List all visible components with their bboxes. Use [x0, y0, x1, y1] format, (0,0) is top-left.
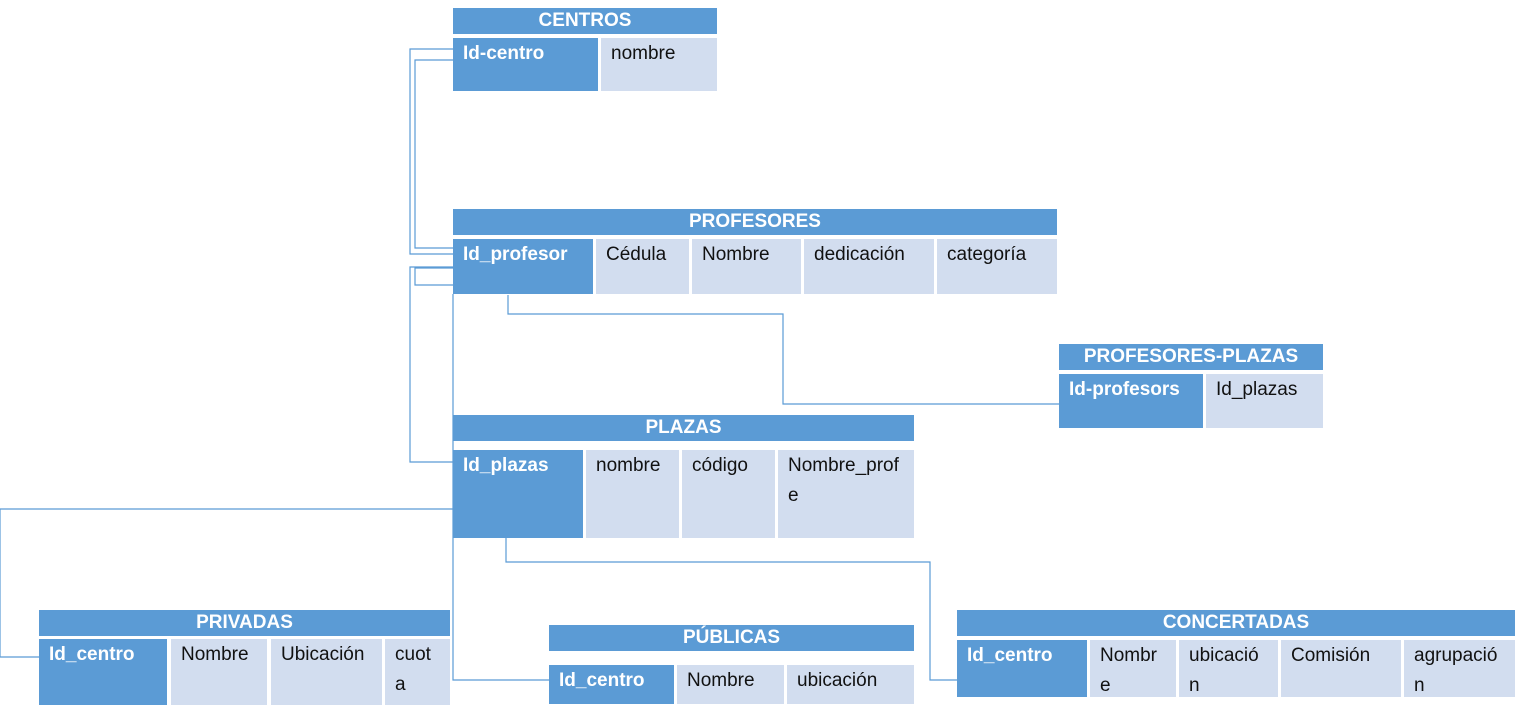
primary-key-field: Id_plazas — [453, 450, 583, 538]
primary-key-field: Id-centro — [453, 38, 598, 91]
primary-key-field: Id_centro — [39, 639, 167, 705]
field: Nombre — [677, 665, 784, 704]
table-title: PRIVADAS — [39, 610, 450, 636]
link-centros-profesores-outer — [409, 48, 453, 255]
table-title: PROFESORES — [453, 209, 1057, 235]
primary-key-field: Id-profesors — [1059, 374, 1203, 428]
field: ubicación — [787, 665, 914, 704]
field: Nombre — [171, 639, 267, 705]
field: cuota — [385, 639, 450, 705]
table-title: PROFESORES-PLAZAS — [1059, 344, 1323, 370]
field: Ubicación — [271, 639, 382, 705]
primary-key-field: Id_profesor — [453, 239, 593, 294]
field: nombre — [586, 450, 679, 538]
field: Nombre — [1090, 640, 1176, 697]
field: ubicación — [1179, 640, 1278, 697]
field: nombre — [601, 38, 717, 91]
field: Cédula — [596, 239, 689, 294]
link-profesores-plazas — [409, 266, 453, 463]
table-title: PÚBLICAS — [549, 625, 914, 651]
table-title: CENTROS — [453, 8, 717, 34]
field: categoría — [937, 239, 1057, 294]
field: agrupación — [1404, 640, 1515, 697]
field: Nombre_profe — [778, 450, 914, 538]
field: Nombre — [692, 239, 801, 294]
link-plazas-concertadas — [505, 538, 957, 681]
table-title: PLAZAS — [453, 415, 914, 441]
primary-key-field: Id_centro — [549, 665, 674, 704]
link-plazas-privadas — [0, 508, 453, 658]
table-title: CONCERTADAS — [957, 610, 1515, 636]
field: código — [682, 450, 775, 538]
link-profesores-stub — [414, 267, 453, 286]
field: dedicación — [804, 239, 934, 294]
field: Id_plazas — [1206, 374, 1323, 428]
link-profesores-profesores-plazas — [507, 295, 1059, 405]
link-centros-profesores-inner — [414, 59, 453, 249]
field: Comisión — [1281, 640, 1401, 697]
primary-key-field: Id_centro — [957, 640, 1087, 697]
